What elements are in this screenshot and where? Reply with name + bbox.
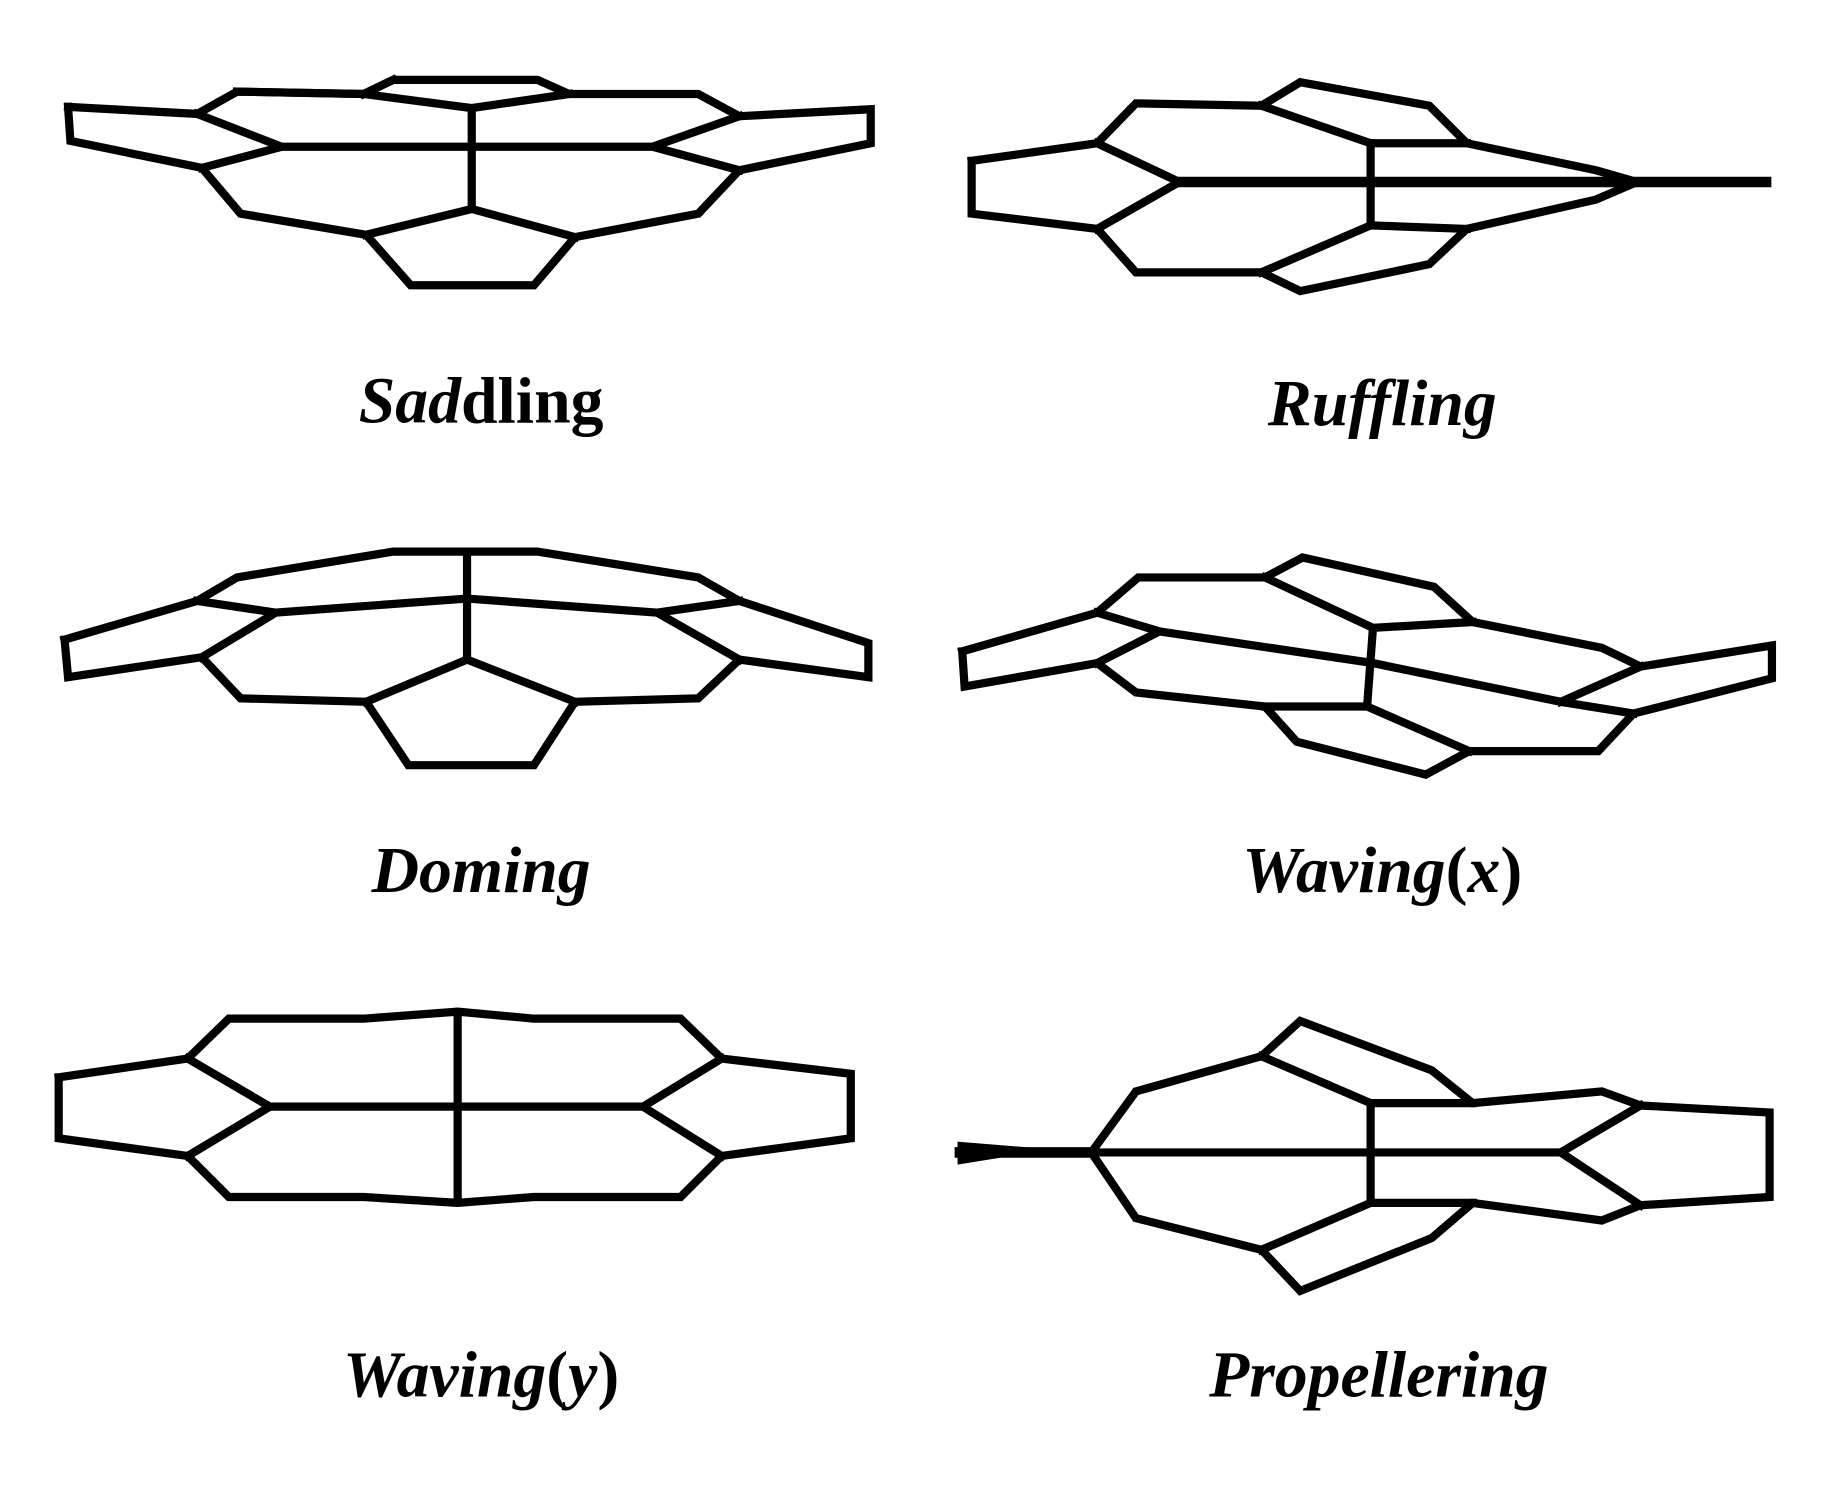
waving-x-diagram bbox=[957, 553, 1777, 779]
ruffling-label: Ruffling bbox=[1267, 367, 1497, 440]
ruffling-diagram bbox=[966, 77, 1772, 296]
propellering-diagram bbox=[954, 1016, 1774, 1296]
saddling-label: Saddling bbox=[359, 365, 604, 438]
waving-y-diagram bbox=[54, 1007, 855, 1208]
waving-x-label: Waving(x) bbox=[1242, 834, 1522, 907]
doming-diagram bbox=[59, 547, 873, 770]
propellering-label: Propellering bbox=[1208, 1339, 1548, 1412]
waving-y-label: Waving(y) bbox=[343, 1339, 619, 1412]
doming-label: Doming bbox=[371, 834, 591, 907]
saddling-diagram bbox=[63, 74, 875, 290]
